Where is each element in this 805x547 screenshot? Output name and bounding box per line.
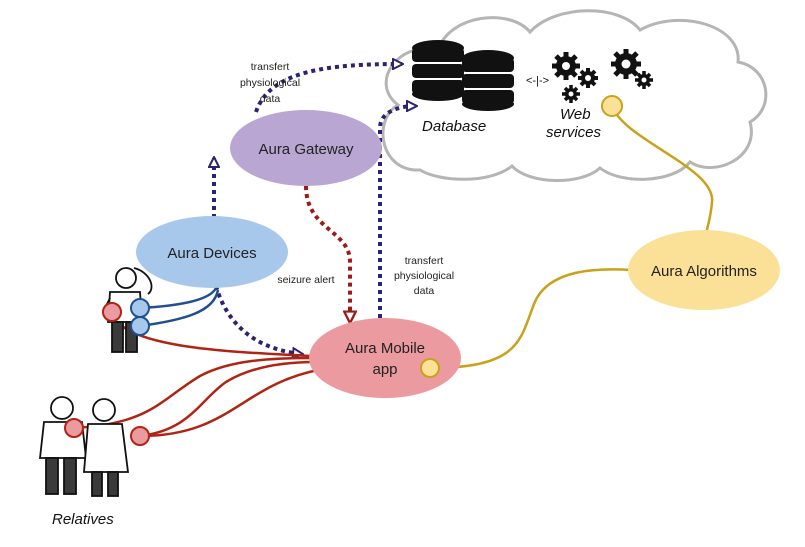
web-services-port (601, 95, 623, 117)
link-relative2-to-mobile-a (139, 360, 317, 438)
relatives-label: Relatives (52, 511, 114, 528)
arrow-gateway-to-database (254, 64, 402, 113)
seizure-alert-label: seizure alert (277, 274, 334, 286)
mobile-label-line1: Aura Mobile (345, 340, 425, 357)
gateway-node: Aura Gateway (230, 110, 382, 186)
arrow-mobile-to-database (378, 106, 416, 318)
transfer-mid-line3: data (414, 285, 435, 297)
transfer-top-line3: data (260, 93, 281, 105)
bidirectional-link-icon: <-|-> (526, 75, 549, 87)
link-relative1-to-mobile (73, 356, 315, 430)
gears-icon (552, 49, 653, 103)
algorithms-node: Aura Algorithms (628, 230, 780, 310)
arrow-gateway-to-mobile-alert (304, 185, 350, 322)
link-patient-to-devices-1 (139, 287, 218, 310)
transfer-top-line1: transfert (251, 61, 290, 73)
mobile-label-line2: app (372, 361, 397, 378)
patient-device-port-1 (130, 298, 150, 318)
transfer-mid-line1: transfert (405, 255, 444, 267)
transfer-label-top: transfert physiological data (240, 61, 300, 105)
transfer-top-line2: physiological (240, 77, 300, 89)
algorithms-label: Aura Algorithms (651, 263, 757, 280)
link-patient-to-devices-2 (139, 289, 220, 328)
transfer-mid-line2: physiological (394, 270, 454, 282)
web-services-label-line2: services (546, 124, 602, 141)
relative2-port (130, 426, 150, 446)
link-mobile-to-algorithms (429, 268, 633, 370)
devices-label: Aura Devices (167, 245, 256, 262)
mobile-node: Aura Mobile app (309, 318, 461, 398)
patient-alert-port (102, 302, 122, 322)
relatives-figure (38, 396, 130, 497)
devices-node: Aura Devices (136, 216, 288, 288)
relative1-port (64, 418, 84, 438)
patient-device-port-2 (130, 316, 150, 336)
web-services-label-line1: Web (560, 106, 591, 123)
transfer-label-mid: transfert physiological data (394, 255, 454, 297)
mobile-port (420, 358, 440, 378)
gateway-label: Aura Gateway (258, 141, 354, 158)
database-label: Database (422, 118, 486, 135)
database-icon (412, 40, 514, 111)
arrow-devices-to-mobile (214, 285, 302, 354)
link-relative2-to-mobile-b (139, 368, 319, 438)
